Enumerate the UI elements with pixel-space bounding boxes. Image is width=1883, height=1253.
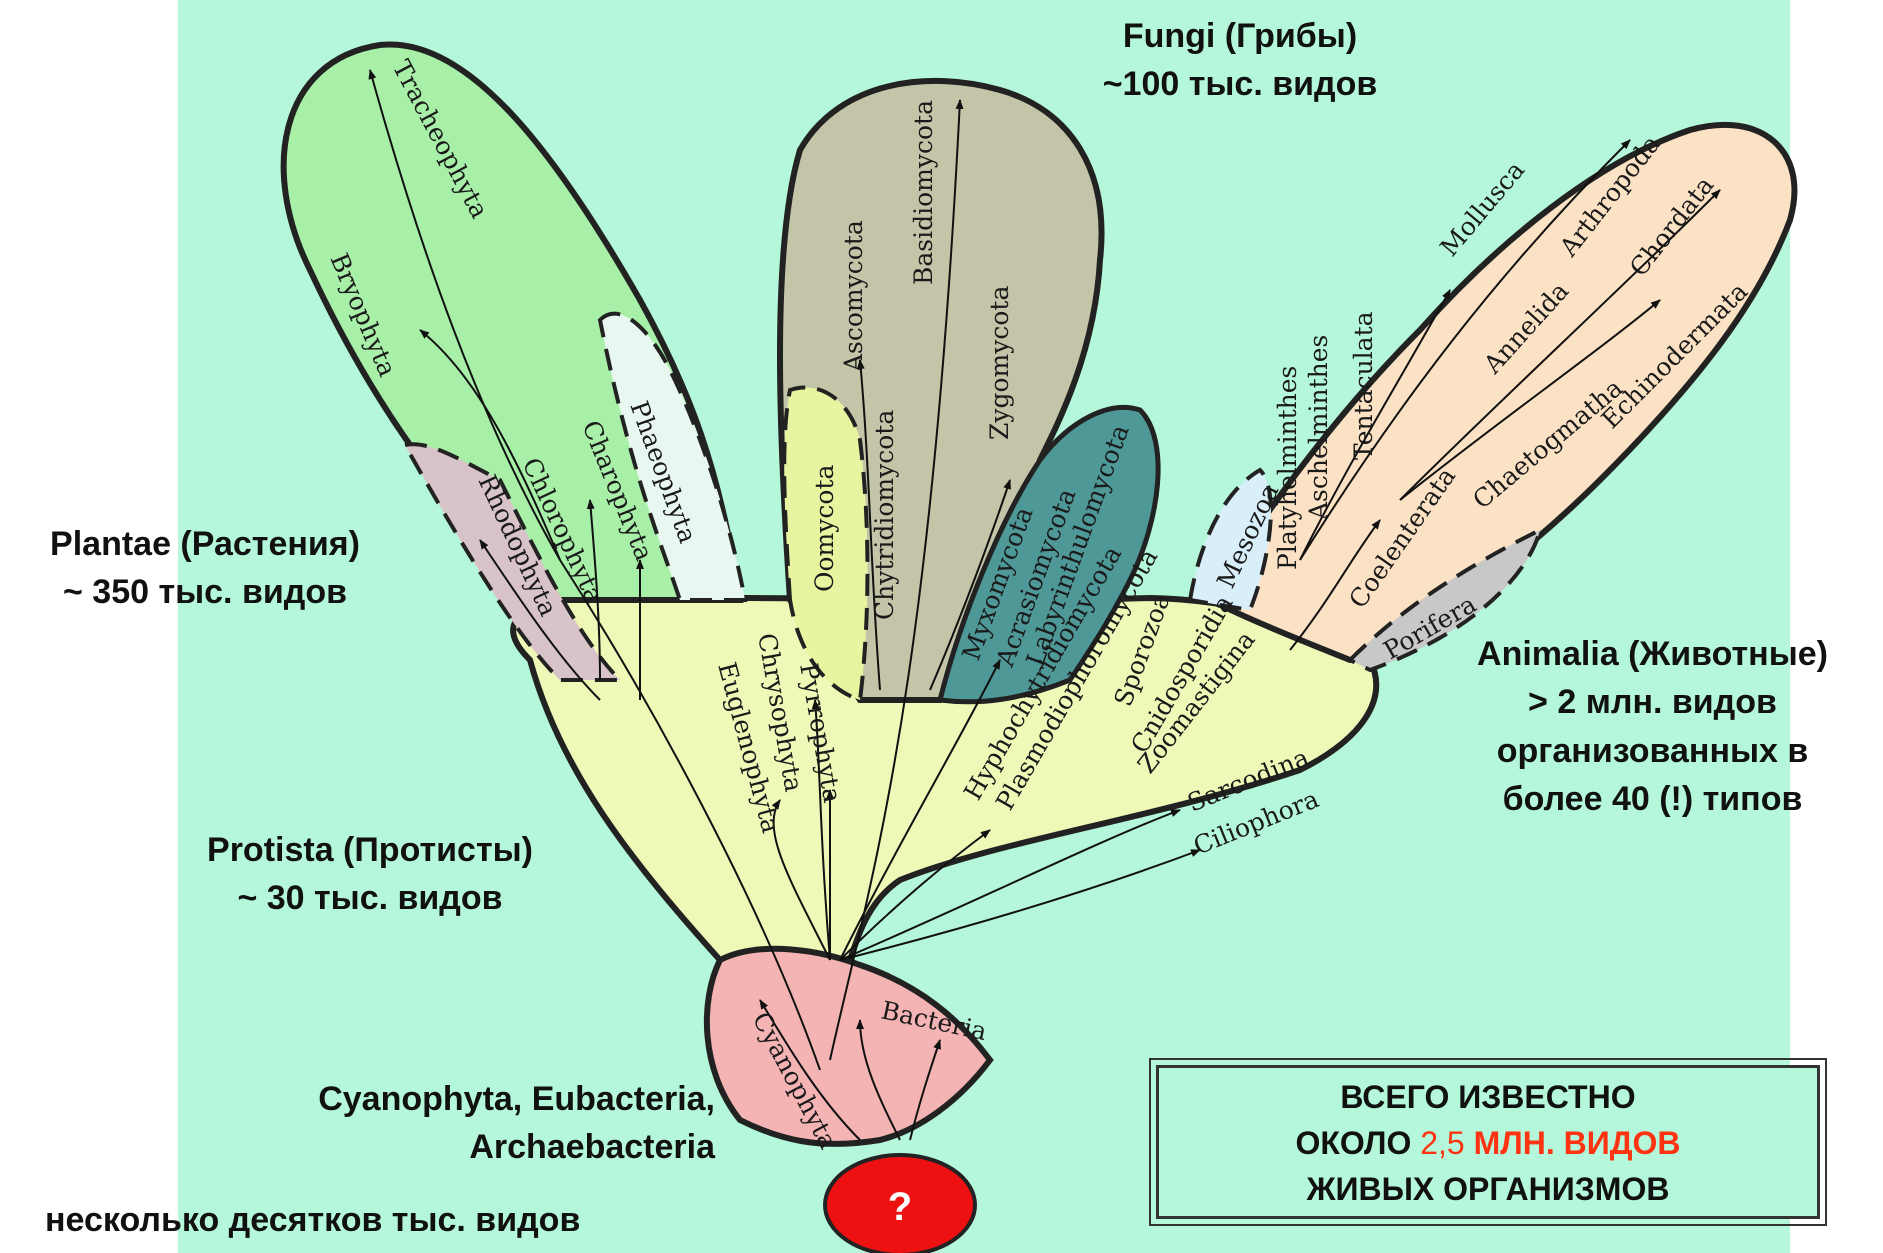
taxon-oomycota: Oomycota [810, 465, 839, 592]
animalia-note-2: более 40 (!) типов [1425, 775, 1880, 823]
prokaryotes-line-1: Cyanophyta, Eubacteria, [200, 1075, 715, 1123]
fungi-label: Fungi (Грибы) ~100 тыс. видов [1030, 12, 1450, 109]
animalia-label: Animalia (Животные) > 2 млн. видов орган… [1425, 630, 1880, 823]
summary-line-3: ЖИВЫХ ОРГАНИЗМОВ [1159, 1166, 1817, 1212]
question-mark: ? [888, 1185, 912, 1229]
protista-count: ~ 30 тыс. видов [150, 874, 590, 922]
summary-number: 2,5 [1420, 1125, 1464, 1161]
taxon-aschelminthes: Aschelminthes [1304, 335, 1333, 521]
taxon-platyhelminthes: Platyhelminthes [1273, 366, 1302, 570]
taxon-tentaculata: Tentaculata [1349, 311, 1378, 460]
prokaryotes-line-2: Archaebacteria [200, 1123, 715, 1171]
plantae-label: Plantae (Растения) ~ 350 тыс. видов [5, 520, 405, 617]
total-species-box: ВСЕГО ИЗВЕСТНО ОКОЛО 2,5 МЛН. ВИДОВ ЖИВЫ… [1156, 1065, 1820, 1219]
fungi-title: Fungi (Грибы) [1030, 12, 1450, 60]
animalia-title: Animalia (Животные) [1425, 630, 1880, 678]
fungi-count: ~100 тыс. видов [1030, 60, 1450, 108]
plantae-title: Plantae (Растения) [5, 520, 405, 568]
summary-line-2-prefix: ОКОЛО [1295, 1125, 1420, 1161]
summary-unit: МЛН. ВИДОВ [1465, 1125, 1681, 1161]
prokaryotes-label: Cyanophyta, Eubacteria, Archaebacteria [200, 1075, 715, 1172]
prokaryotes-count: несколько десятков тыс. видов [45, 1196, 580, 1244]
protista-label: Protista (Протисты) ~ 30 тыс. видов [150, 826, 590, 923]
animalia-count: > 2 млн. видов [1425, 678, 1880, 726]
protista-title: Protista (Протисты) [150, 826, 590, 874]
taxon-chytridiomycota: Chytridiomycota [870, 410, 899, 620]
plantae-count: ~ 350 тыс. видов [5, 568, 405, 616]
summary-line-2: ОКОЛО 2,5 МЛН. ВИДОВ [1159, 1120, 1817, 1166]
root-unknown-origin: ? [825, 1155, 975, 1253]
summary-line-1: ВСЕГО ИЗВЕСТНО [1159, 1074, 1817, 1120]
taxon-basidiomycota: Basidiomycota [909, 100, 938, 285]
animalia-note-1: организованных в [1425, 727, 1880, 775]
taxon-ascomycota: Ascomycota [839, 220, 868, 373]
taxon-zygomycota: Zygomycota [985, 286, 1014, 440]
